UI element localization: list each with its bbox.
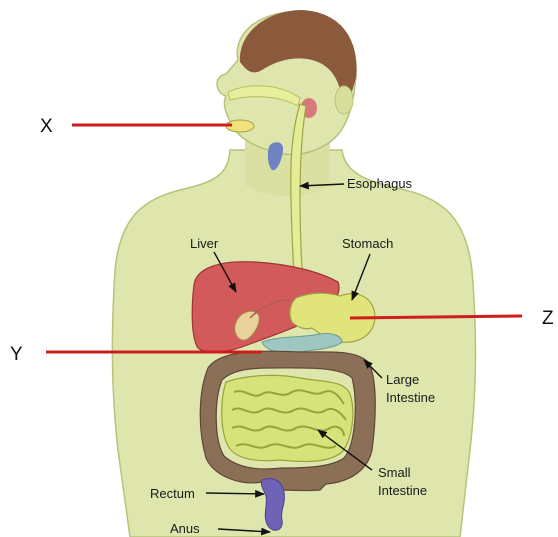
- rectum-label: Rectum: [150, 486, 195, 501]
- large-intestine-label-line2: Intestine: [386, 390, 435, 405]
- esophagus-label: Esophagus: [347, 176, 413, 191]
- ear: [335, 86, 353, 114]
- liver-label: Liver: [190, 236, 219, 251]
- small-intestine-label-line1: Small: [378, 465, 411, 480]
- anus-label: Anus: [170, 521, 200, 536]
- marker-x: X: [40, 116, 53, 137]
- large-intestine-label-line1: Large: [386, 372, 419, 387]
- stomach-label: Stomach: [342, 236, 393, 251]
- rectum-arrow: [206, 493, 264, 494]
- marker-y: Y: [10, 344, 23, 365]
- small-intestine-label-line2: Intestine: [378, 483, 427, 498]
- small-intestine: [222, 375, 353, 461]
- marker-z-line: [350, 316, 522, 318]
- marker-z: Z: [542, 308, 554, 329]
